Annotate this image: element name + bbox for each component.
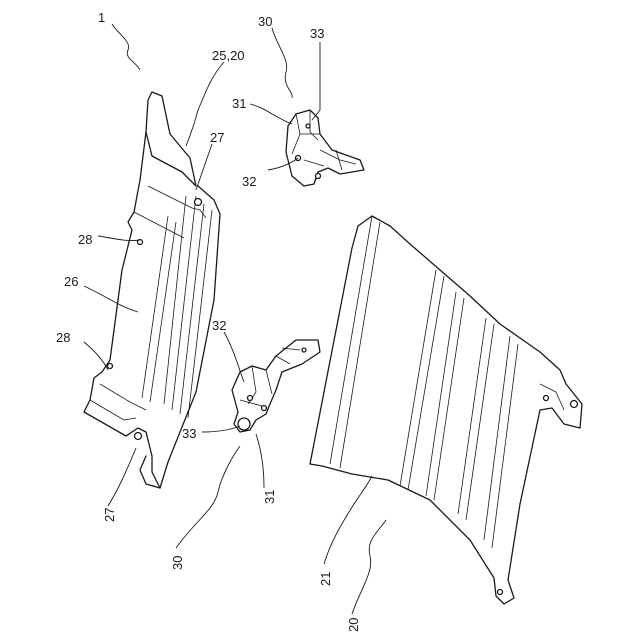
label-30-top: 30 (258, 14, 272, 29)
label-32-top: 32 (242, 174, 256, 189)
bracket-30-middle (232, 340, 320, 432)
label-32-mid: 32 (212, 318, 226, 333)
label-33-mid: 33 (182, 426, 196, 441)
label-31-mid: 31 (262, 490, 277, 504)
bracket-30-top (286, 110, 364, 186)
label-28-upper: 28 (78, 232, 92, 247)
label-30-bottom: 30 (170, 556, 185, 570)
side-bracket-1 (84, 92, 220, 488)
label-33-top: 33 (310, 26, 324, 41)
mounting-hole-33 (238, 418, 250, 430)
label-20: 20 (346, 618, 361, 632)
label-25-20: 25,20 (212, 48, 245, 63)
label-21: 21 (318, 572, 333, 586)
label-31-top: 31 (232, 96, 246, 111)
panel-20 (310, 216, 582, 604)
bolt-hole-upper (195, 199, 202, 206)
label-1: 1 (98, 10, 105, 25)
bolt-hole-lower (135, 433, 142, 440)
label-28-lower: 28 (56, 330, 70, 345)
label-27-top: 27 (210, 130, 224, 145)
label-27-bottom: 27 (102, 508, 117, 522)
leader-lines (84, 24, 386, 614)
label-26: 26 (64, 274, 78, 289)
